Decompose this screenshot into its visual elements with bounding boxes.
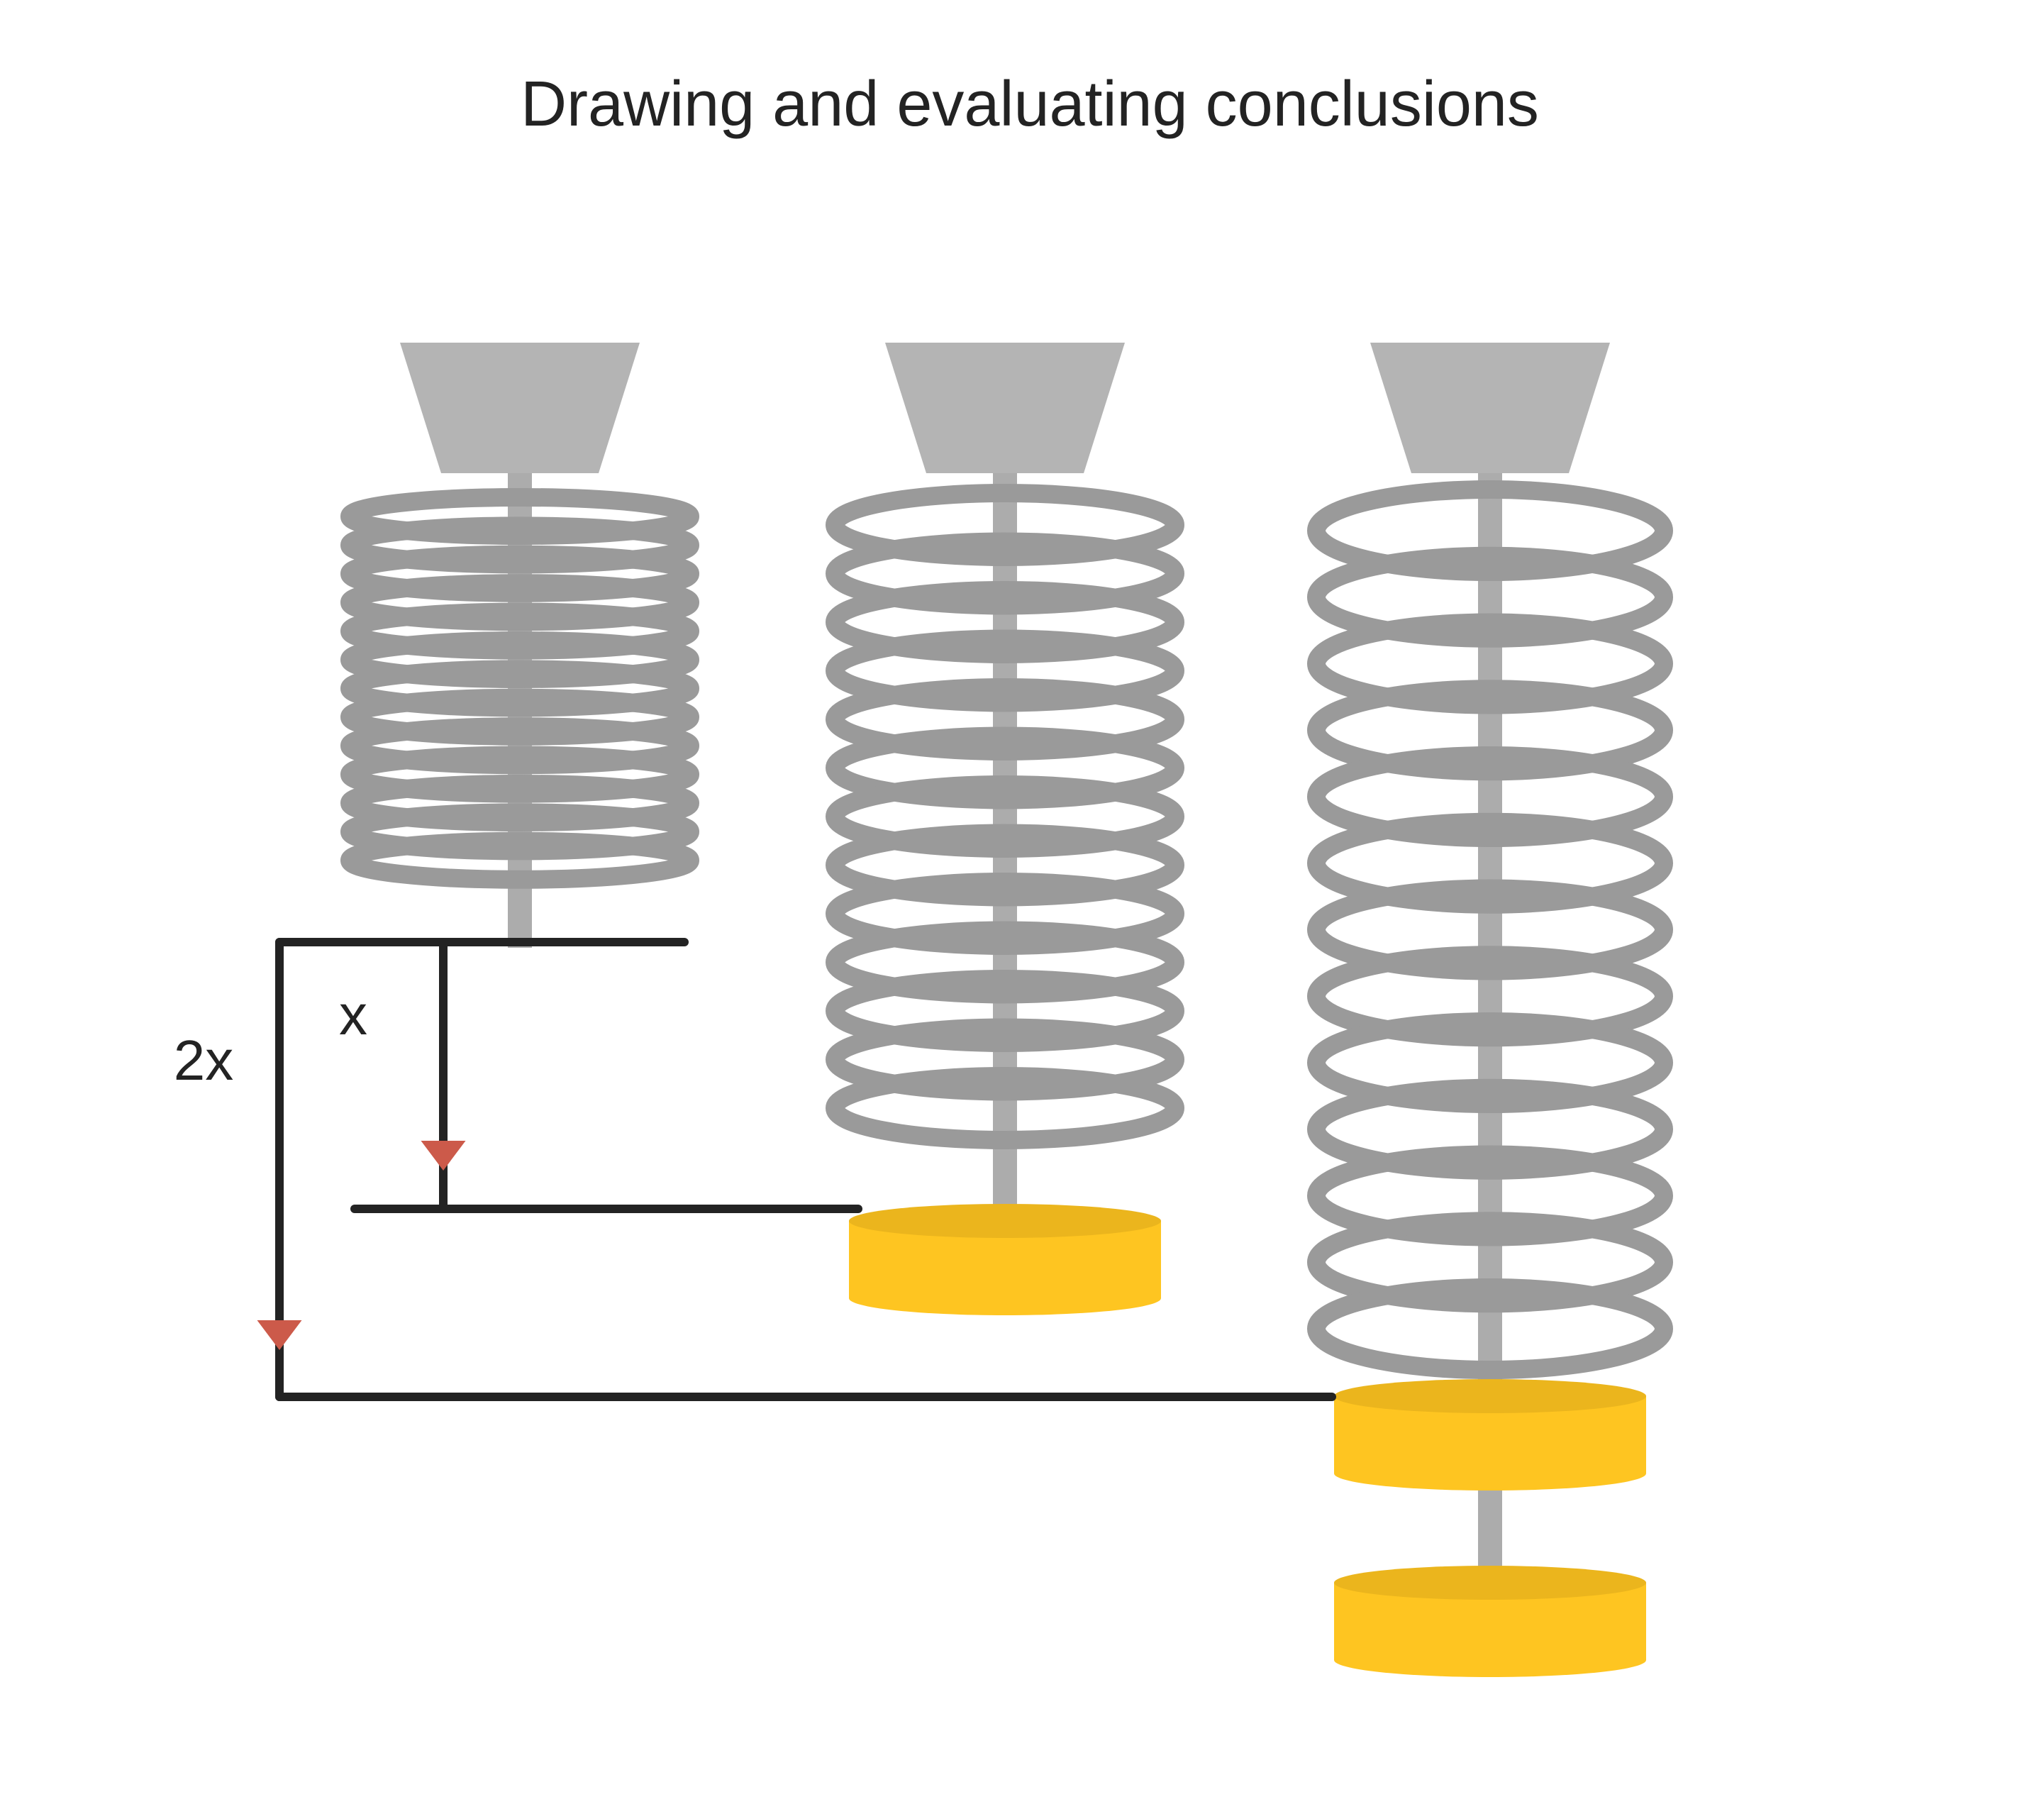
spring-one-weight-coil-5 [826, 678, 1184, 761]
extension-label-x: x [339, 983, 367, 1046]
spring-one-weight-coil-3 [826, 581, 1184, 663]
spring-two-weights-coil-4 [1307, 680, 1673, 781]
spring-unstretched-coil-6 [340, 631, 699, 688]
spring-two-weights-coil-13 [1307, 1278, 1673, 1379]
spring-unstretched-coil-3 [340, 545, 699, 602]
spring-two-weights-coil-5 [1307, 746, 1673, 847]
extension-label-2x: 2x [174, 1029, 234, 1092]
spring-unstretched-coil-7 [340, 660, 699, 717]
spring-unstretched-coil-13 [340, 831, 699, 889]
spring-one-weight-weight-1-top [849, 1204, 1161, 1238]
spring-two-weights-weight-2-top [1334, 1566, 1646, 1600]
spring-two-weights-support [1370, 343, 1610, 473]
spring-one-weight-coil-12 [826, 1018, 1184, 1101]
spring-unstretched-coil-8 [340, 688, 699, 746]
spring-one-weight-coil-4 [826, 629, 1184, 712]
spring-unstretched-support [400, 343, 640, 473]
spring-one-weight-coil-7 [826, 775, 1184, 858]
spring-unstretched-coil-2 [340, 516, 699, 574]
spring-unstretched-coil-5 [340, 602, 699, 660]
arrowhead-2x [257, 1320, 302, 1350]
spring-unstretched-coil-1 [340, 488, 699, 545]
spring-two-weights-coil-10 [1307, 1078, 1673, 1180]
spring-unstretched-coil-4 [340, 574, 699, 631]
spring-one-weight-coil-9 [826, 873, 1184, 955]
spring-two-weights-coil-9 [1307, 1012, 1673, 1113]
spring-one-weight-support [885, 343, 1125, 473]
spring-two-weights-coil-2 [1307, 546, 1673, 648]
spring-two-weights-coil-1 [1307, 480, 1673, 581]
spring-unstretched-coil-11 [340, 775, 699, 831]
spring-two-weights-coil-3 [1307, 613, 1673, 714]
spring-two-weights-coil-8 [1307, 946, 1673, 1047]
spring-two-weights-coil-7 [1307, 879, 1673, 980]
spring-one-weight-coil-1 [826, 484, 1184, 566]
spring-one-weight-coil-11 [826, 970, 1184, 1052]
page-title: Drawing and evaluating conclusions [521, 69, 1539, 140]
spring-one-weight-coil-6 [826, 726, 1184, 809]
spring-one-weight-coil-8 [826, 824, 1184, 907]
spring-two-weights-coil-12 [1307, 1212, 1673, 1313]
arrowhead-x [421, 1141, 466, 1171]
spring-unstretched-coil-9 [340, 717, 699, 775]
spring-two-weights-coil-11 [1307, 1145, 1673, 1246]
spring-two-weights-coil-6 [1307, 812, 1673, 914]
spring-unstretched-coil-10 [340, 746, 699, 803]
spring-one-weight-coil-13 [826, 1067, 1184, 1149]
spring-unstretched-coil-12 [340, 803, 699, 861]
spring-two-weights-weight-1-top [1334, 1379, 1646, 1413]
spring-one-weight-coil-10 [826, 921, 1184, 1004]
spring-one-weight-coil-2 [826, 532, 1184, 615]
